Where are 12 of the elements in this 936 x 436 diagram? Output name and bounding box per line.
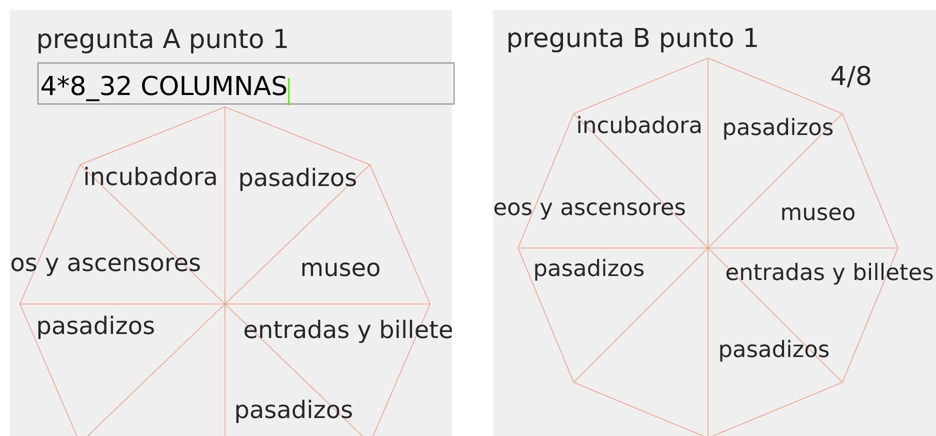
score-label: 4/8 xyxy=(831,66,870,88)
question-title: pregunta B punto 1 xyxy=(508,28,757,52)
answer-field: 4*8_32 COLUMNAS xyxy=(37,62,455,106)
sector-label: pasadizos xyxy=(236,400,352,423)
sector-label: pasadizos xyxy=(240,168,356,191)
sector-label: entradas y billete xyxy=(244,320,452,343)
sector-label: pasadizos xyxy=(535,258,644,281)
sector-label: museo xyxy=(302,262,380,276)
sector-label: pasadizos xyxy=(38,316,154,339)
sector-label: museo xyxy=(782,207,854,220)
sector-label: incubadora xyxy=(85,166,216,186)
sector-label: os y ascensores xyxy=(12,258,200,276)
